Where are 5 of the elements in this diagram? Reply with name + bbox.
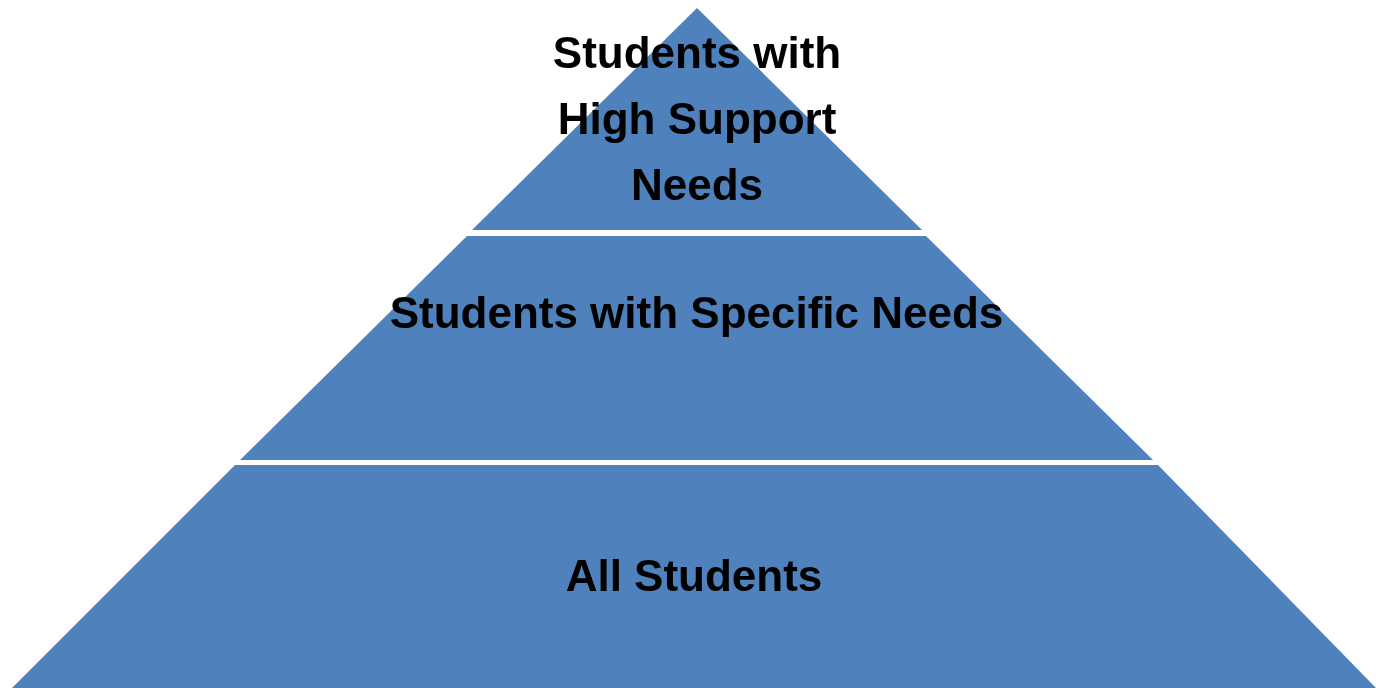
pyramid-tier bbox=[472, 8, 922, 230]
tier-label: Students with Specific Needs bbox=[388, 287, 1005, 339]
pyramid-tier bbox=[240, 236, 1153, 460]
pyramid-tier bbox=[12, 465, 1376, 688]
tier-label: All Students bbox=[564, 550, 824, 602]
